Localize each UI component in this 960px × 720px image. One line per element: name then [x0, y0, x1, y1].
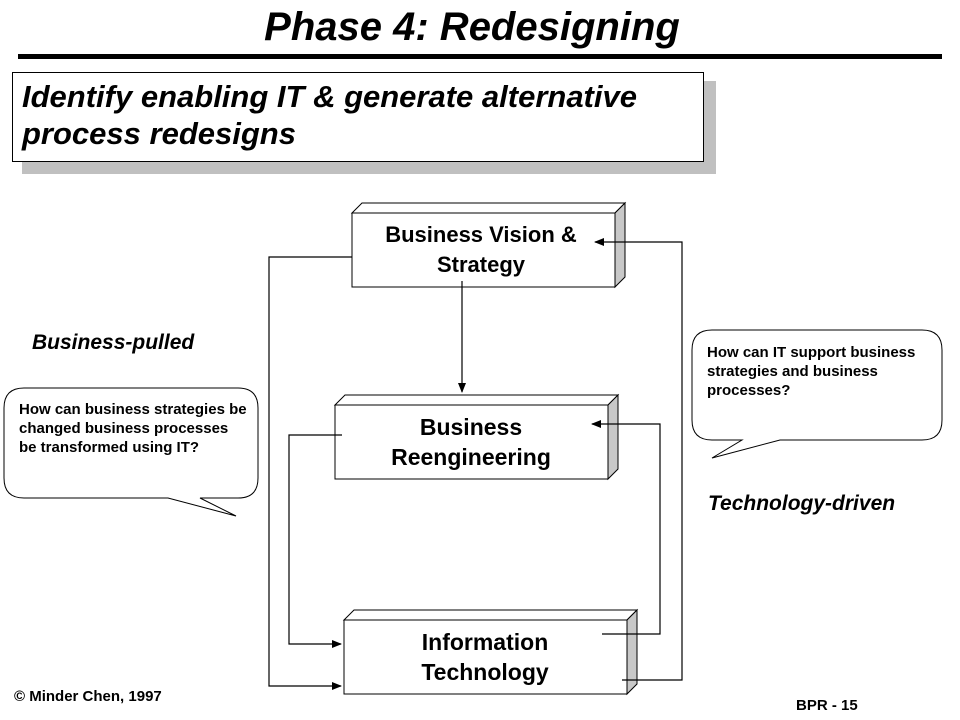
slide-title: Phase 4: Redesigning: [264, 5, 680, 49]
footer-copyright: © Minder Chen, 1997: [14, 688, 162, 705]
bubble-text-right: How can IT support business strategies a…: [707, 344, 916, 399]
label-business-pulled: Business-pulled: [32, 331, 195, 354]
arrow-technology-driven-inner: [591, 420, 661, 635]
subtitle-text: Identify enabling IT & generate alternat…: [22, 79, 637, 151]
bubble-text-left: How can business strategies be changed b…: [19, 401, 247, 456]
label-technology-driven: Technology-driven: [708, 492, 896, 515]
speech-bubble-left: [3, 387, 259, 517]
arrow-business-pulled-outer: [268, 256, 352, 690]
box-label-business-reengineering: Business Reengineering: [391, 414, 551, 470]
box-information-technology: [342, 608, 639, 696]
arrow-technology-driven-outer: [594, 238, 683, 681]
footer-page-number: BPR - 15: [796, 697, 858, 714]
box-label-information-technology: Information Technology: [421, 629, 549, 685]
box-business-vision: [350, 201, 627, 289]
subtitle-box: [12, 72, 704, 162]
box-business-reengineering: [333, 393, 620, 481]
speech-bubble-right: [691, 329, 943, 459]
arrow-business-pulled-inner: [288, 434, 342, 648]
title-underline: [18, 54, 942, 59]
box-label-business-vision: Business Vision & Strategy: [385, 222, 577, 277]
